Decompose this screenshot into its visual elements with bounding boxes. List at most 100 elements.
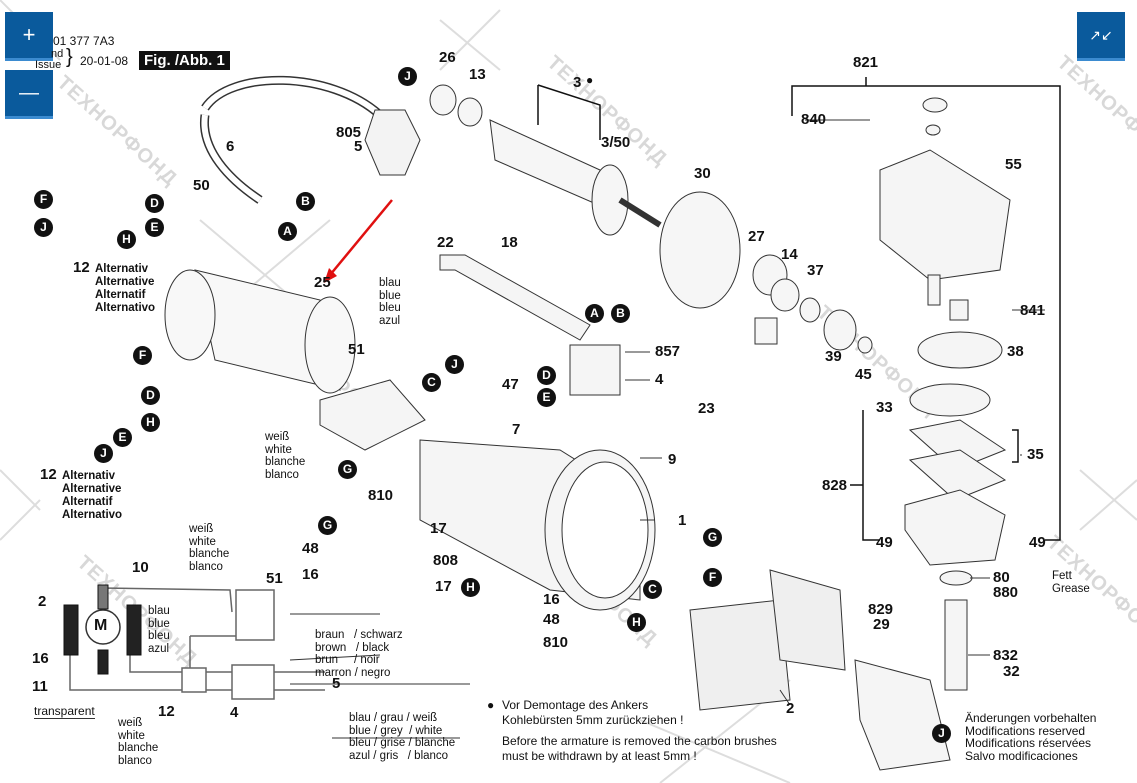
part-13[interactable]: 13 — [469, 66, 486, 83]
issue-label: Issue — [35, 59, 62, 71]
part-38[interactable]: 38 — [1007, 343, 1024, 360]
part-810-a[interactable]: 810 — [368, 487, 394, 504]
connector-j: J — [398, 67, 417, 86]
issue-date: 20-01-08 — [80, 54, 129, 68]
dot-icon: ● — [586, 73, 594, 87]
schematic-part-51[interactable]: 51 — [266, 570, 283, 587]
schematic-part-4[interactable]: 4 — [230, 704, 239, 721]
part-22[interactable]: 22 — [437, 234, 454, 251]
part-16-a[interactable]: 16 — [302, 566, 319, 583]
transparent-label: transparent — [34, 704, 95, 719]
schematic-part-12[interactable]: 12 — [158, 703, 175, 720]
part-25[interactable]: 25 — [314, 274, 331, 291]
schematic-part-2[interactable]: 2 — [38, 593, 47, 610]
part-7[interactable]: 7 — [512, 421, 521, 438]
collapse-button[interactable]: ↗↙ — [1077, 12, 1125, 61]
bullet-icon: ● — [487, 698, 495, 712]
part-32[interactable]: 32 — [1003, 663, 1020, 680]
part-17-b[interactable]: 17 — [435, 578, 452, 595]
schematic-part-10[interactable]: 10 — [132, 559, 149, 576]
part-810-b[interactable]: 810 — [543, 634, 569, 651]
part-35[interactable]: 35 — [1027, 446, 1044, 463]
part-808[interactable]: 808 — [433, 552, 459, 569]
part-821[interactable]: 821 — [853, 54, 879, 71]
part-48-a[interactable]: 48 — [302, 540, 319, 557]
connector-j: J — [445, 355, 464, 374]
part-30[interactable]: 30 — [694, 165, 711, 182]
part-37[interactable]: 37 — [807, 262, 824, 279]
part-6[interactable]: 6 — [226, 138, 235, 155]
part-840[interactable]: 840 — [801, 111, 827, 128]
part-27[interactable]: 27 — [748, 228, 765, 245]
part-47[interactable]: 47 — [502, 376, 519, 393]
connector-c: C — [643, 580, 662, 599]
part-49-b[interactable]: 49 — [1029, 534, 1046, 551]
part-23[interactable]: 23 — [698, 400, 715, 417]
part-1[interactable]: 1 — [678, 512, 687, 529]
part-26[interactable]: 26 — [439, 49, 456, 66]
schematic-part-16[interactable]: 16 — [32, 650, 49, 667]
plus-icon: + — [22, 22, 36, 47]
part-857[interactable]: 857 — [655, 343, 681, 360]
part-33[interactable]: 33 — [876, 399, 893, 416]
schematic-part-11[interactable]: 11 — [32, 678, 48, 695]
connector-h: H — [141, 413, 160, 432]
zoom-in-button[interactable]: + — [5, 12, 53, 61]
minus-icon: — — [19, 81, 39, 104]
part-55[interactable]: 55 — [1005, 156, 1022, 173]
connector-d: D — [145, 194, 164, 213]
connector-e: E — [145, 218, 164, 237]
motor-symbol: M — [94, 617, 108, 634]
part-12-a[interactable]: 12 — [73, 259, 90, 276]
part-50[interactable]: 50 — [193, 177, 210, 194]
connector-b: B — [611, 304, 630, 323]
connector-h: H — [461, 578, 480, 597]
part-12-b[interactable]: 12 — [40, 466, 57, 483]
part-829[interactable]: 829 — [868, 601, 894, 618]
part-16-b[interactable]: 16 — [543, 591, 560, 608]
part-48-b[interactable]: 48 — [543, 611, 560, 628]
connector-a: A — [585, 304, 604, 323]
part-29[interactable]: 29 — [873, 616, 890, 633]
part-841[interactable]: 841 — [1020, 302, 1046, 319]
connector-g: G — [318, 516, 337, 535]
connector-j: J — [34, 218, 53, 237]
part-805[interactable]: 805 — [336, 124, 362, 141]
edition-label: nd — [51, 48, 64, 60]
part-4[interactable]: 4 — [655, 371, 664, 388]
part-9[interactable]: 9 — [668, 451, 677, 468]
connector-f: F — [133, 346, 152, 365]
connector-d: D — [537, 366, 556, 385]
part-3-50[interactable]: 3/50 — [601, 134, 631, 151]
part-49-a[interactable]: 49 — [876, 534, 893, 551]
part-80[interactable]: 80 — [993, 569, 1010, 586]
part-2[interactable]: 2 — [786, 700, 795, 717]
zoom-out-button[interactable]: — — [5, 70, 53, 119]
part-832[interactable]: 832 — [993, 647, 1019, 664]
part-828[interactable]: 828 — [822, 477, 848, 494]
connector-f: F — [703, 568, 722, 587]
part-18[interactable]: 18 — [501, 234, 518, 251]
part-14[interactable]: 14 — [781, 246, 798, 263]
part-3[interactable]: 3 — [573, 74, 582, 91]
schematic-part-5[interactable]: 5 — [332, 675, 341, 692]
part-5[interactable]: 5 — [354, 138, 363, 155]
connector-d: D — [141, 386, 160, 405]
doc-number: 01 377 7A3 — [53, 34, 115, 48]
part-880[interactable]: 880 — [993, 584, 1019, 601]
part-45[interactable]: 45 — [855, 366, 872, 383]
part-51[interactable]: 51 — [348, 341, 365, 358]
part-17-a[interactable]: 17 — [430, 520, 447, 537]
part-39[interactable]: 39 — [825, 348, 842, 365]
brace: } — [66, 46, 73, 68]
connector-h: H — [117, 230, 136, 249]
